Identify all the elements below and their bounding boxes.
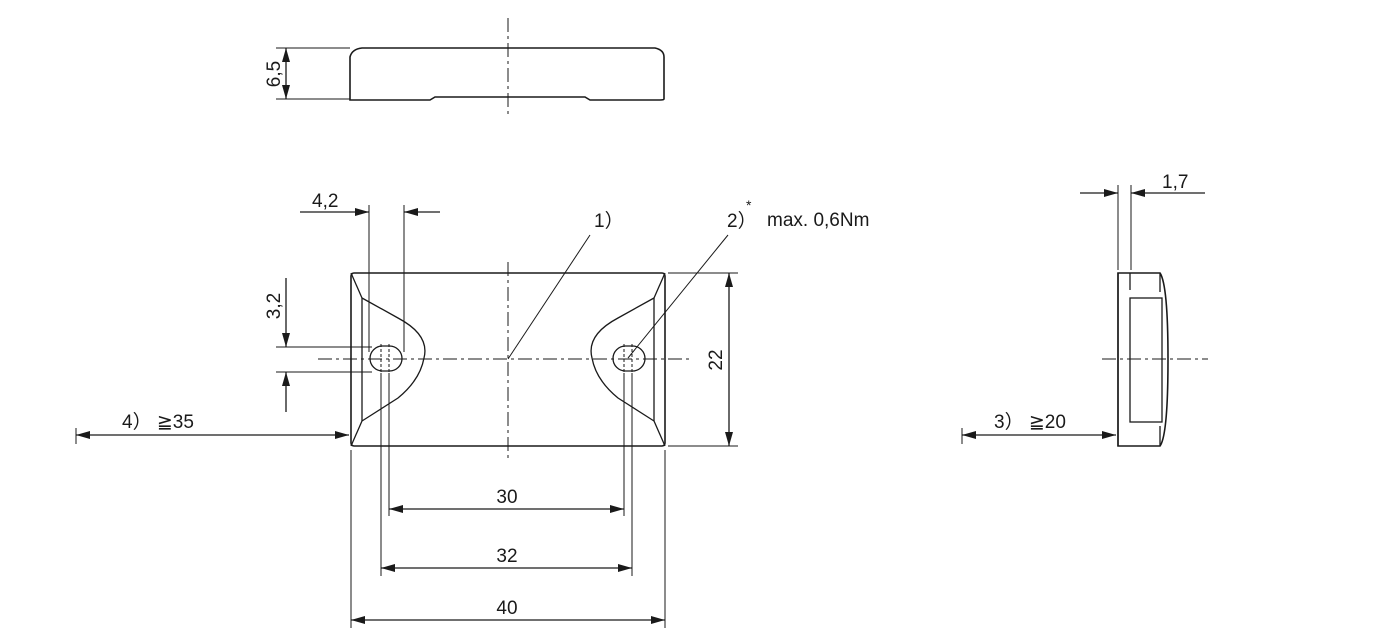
top-profile-outline <box>349 47 665 101</box>
side-view: 1,7 3） ≧20 <box>961 172 1208 447</box>
note-4-clearance: 4） ≧35 <box>122 411 194 433</box>
side-inner-recess <box>1129 297 1163 423</box>
front-view: 1） 2） * max. 0,6Nm 4,2 3,2 22 4） <box>75 191 869 628</box>
left-mounting-lug <box>361 297 426 422</box>
side-profile-outline <box>1117 272 1169 447</box>
dim-overall-width: 40 <box>496 598 517 619</box>
right-mounting-lug <box>590 297 655 422</box>
note-2-star: * <box>746 197 752 213</box>
dim-overall-height: 22 <box>706 349 727 370</box>
note-1-label: 1） <box>594 210 624 232</box>
dim-hole-height: 3,2 <box>264 293 285 319</box>
dim-height-top: 6,5 <box>264 61 285 87</box>
note-3-clearance: 3） ≧20 <box>994 411 1066 433</box>
dim-hole-width: 4,2 <box>312 191 338 212</box>
top-profile-view: 6,5 <box>264 18 665 114</box>
dim-pitch-inner: 30 <box>496 487 517 508</box>
note-2-label: 2） <box>727 210 757 232</box>
dim-side-thickness: 1,7 <box>1162 172 1188 193</box>
leader-note-2 <box>627 234 729 359</box>
dim-pitch-outer: 32 <box>496 546 517 567</box>
torque-spec: max. 0,6Nm <box>767 210 869 231</box>
leader-note-1 <box>507 234 591 360</box>
